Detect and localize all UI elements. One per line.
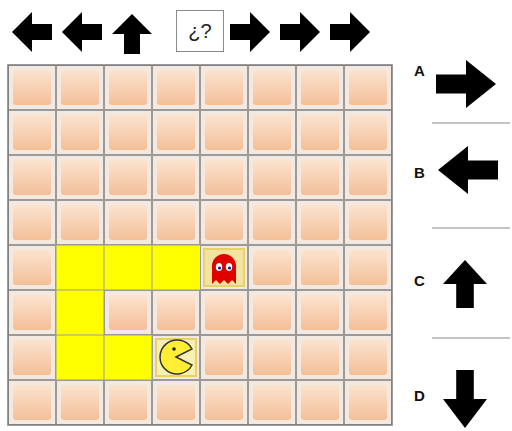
question-mark: ¿?: [188, 20, 211, 43]
question-box: ¿?: [176, 10, 224, 52]
ghost: [212, 254, 236, 284]
pacman: [160, 340, 192, 374]
option-letter: C: [414, 272, 425, 289]
game-grid: [8, 65, 392, 425]
option-letter: D: [414, 387, 425, 404]
answer-options: [432, 60, 510, 428]
option-letter: B: [414, 164, 425, 181]
option-letter: A: [414, 62, 425, 79]
